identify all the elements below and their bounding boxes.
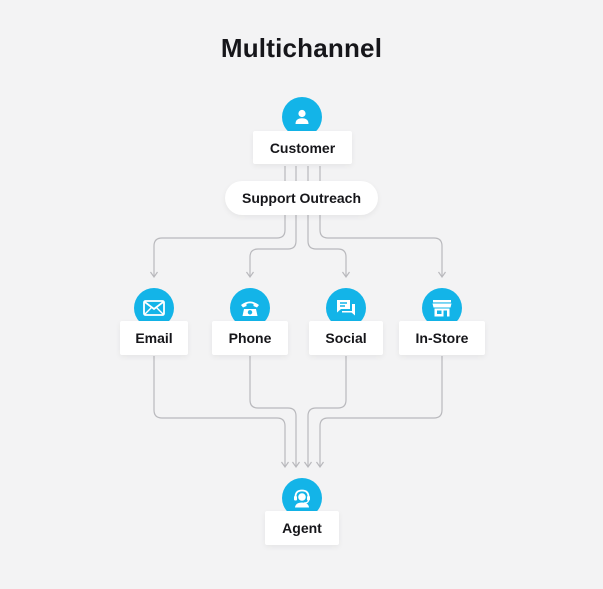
email-node: Email xyxy=(120,321,188,355)
connector-phone-agent xyxy=(249,356,297,466)
phone-label: Phone xyxy=(228,330,272,346)
arrowhead-instore xyxy=(438,271,446,279)
customer-label: Customer xyxy=(269,139,336,156)
arrowhead-agent-1 xyxy=(281,461,289,469)
connector-hub-phone xyxy=(249,215,297,276)
customer-node: Customer xyxy=(253,131,352,164)
connector-hub-email xyxy=(153,215,286,276)
social-label: Social xyxy=(325,330,367,346)
connector-instore-agent xyxy=(319,356,443,466)
instore-node: In-Store xyxy=(399,321,485,355)
instore-label: In-Store xyxy=(415,330,469,346)
arrowhead-agent-4 xyxy=(316,461,324,469)
connector-hub-instore xyxy=(319,215,443,276)
arrowheads xyxy=(150,271,446,469)
phone-node: Phone xyxy=(212,321,288,355)
agent-label: Agent xyxy=(282,520,322,536)
social-node: Social xyxy=(309,321,383,355)
connector-social-agent xyxy=(307,356,347,466)
arrowhead-email xyxy=(150,271,158,279)
arrowhead-phone xyxy=(246,271,254,279)
arrowhead-social xyxy=(342,271,350,279)
connector-email-agent xyxy=(153,356,286,466)
agent-node: Agent xyxy=(265,511,339,545)
person-icon xyxy=(282,97,322,137)
email-label: Email xyxy=(135,330,173,346)
diagram-title: Multichannel xyxy=(220,33,383,63)
arrowhead-agent-2 xyxy=(292,461,300,469)
support-outreach-node: Support Outreach xyxy=(225,181,378,215)
connector-hub-social xyxy=(307,215,347,276)
support-outreach-label: Support Outreach xyxy=(241,190,361,206)
arrowhead-agent-3 xyxy=(304,461,312,469)
